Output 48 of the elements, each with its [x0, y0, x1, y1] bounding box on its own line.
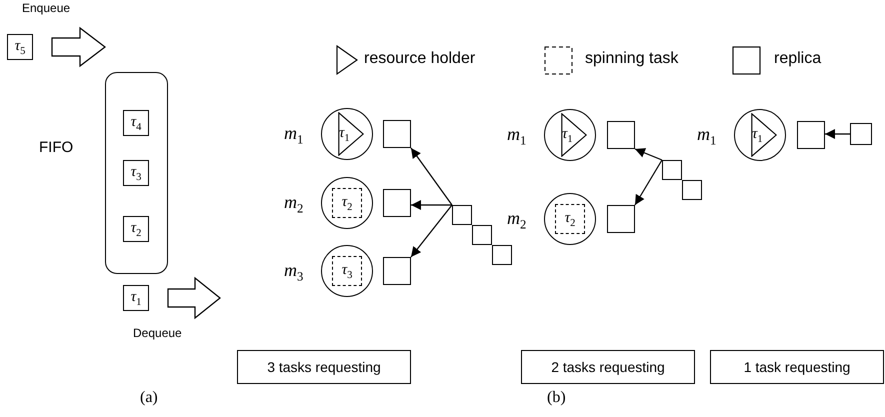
request-box	[662, 160, 682, 180]
block-arrow	[51, 26, 106, 68]
request-box	[472, 225, 492, 245]
arrow	[825, 129, 850, 139]
spinning-task: τ$_{3}$	[332, 256, 362, 286]
task-box: τ$_{3}$	[123, 160, 149, 186]
task-box: τ$_{2}$	[123, 216, 149, 242]
replica-box	[607, 121, 635, 149]
scenario-box: 1 task requesting	[710, 350, 884, 384]
machine-label: m$_{2}$	[507, 208, 526, 233]
task-box: τ$_{4}$	[123, 110, 149, 136]
machine-label: m$_{2}$	[284, 192, 304, 217]
panel-label: (b)	[547, 389, 566, 407]
machine-label: m$_{1}$	[697, 124, 716, 149]
request-box	[452, 205, 472, 225]
replica-box	[383, 120, 411, 148]
block-arrow	[167, 276, 221, 320]
machine-label: m$_{3}$	[284, 260, 304, 285]
resource-holder-task: τ$_{1}$	[751, 113, 777, 157]
arrow	[410, 148, 452, 206]
arrow	[634, 160, 663, 206]
request-box	[850, 123, 872, 145]
legend-label: replica	[774, 50, 822, 68]
replica-box	[383, 257, 411, 285]
edge-label: Enqueue	[22, 1, 70, 15]
replica-box	[607, 205, 635, 233]
resource-holder-task: τ$_{1}$	[338, 112, 364, 156]
legend-label: spinning task	[585, 50, 678, 68]
spinning-task: τ$_{2}$	[555, 204, 585, 234]
arrow	[411, 200, 452, 210]
spinning-task: τ$_{2}$	[332, 188, 362, 218]
replica-box	[383, 189, 411, 217]
arrow	[634, 148, 662, 161]
panel-label: (a)	[140, 389, 158, 407]
task-box: τ$_{1}$	[123, 285, 149, 311]
scenario-box: 2 tasks requesting	[521, 350, 695, 384]
legend-label: resource holder	[364, 50, 476, 68]
machine-label: m$_{1}$	[284, 123, 304, 148]
resource-holder-task: τ$_{1}$	[561, 113, 587, 157]
machine-label: m$_{1}$	[507, 124, 526, 149]
edge-label: Dequeue	[133, 326, 182, 340]
replica-box	[797, 121, 825, 149]
task-box: τ$_{5}$	[7, 34, 33, 60]
request-box	[682, 180, 702, 200]
request-box	[492, 245, 512, 265]
queue-label: FIFO	[39, 139, 74, 156]
scenario-box: 3 tasks requesting	[237, 350, 411, 384]
arrow	[410, 204, 452, 258]
